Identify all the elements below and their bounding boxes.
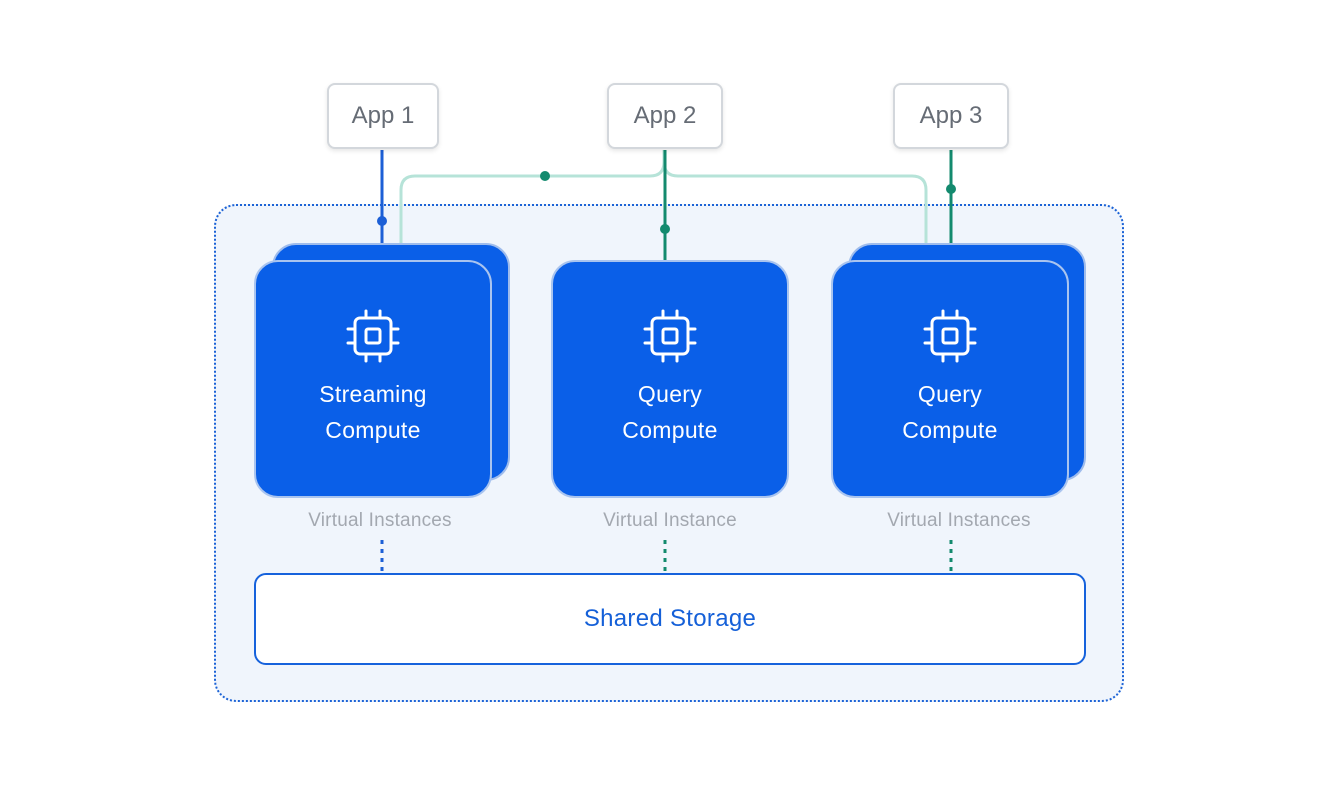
streaming-compute-card: Streaming Compute — [254, 260, 492, 498]
cpu-chip-icon — [643, 309, 697, 363]
app-2-label: App 2 — [633, 102, 697, 129]
streaming-compute-title-line2: Compute — [325, 417, 421, 443]
query-compute-1-caption: Virtual Instance — [603, 510, 737, 531]
app-1-box: App 1 — [327, 83, 439, 149]
app-3-label: App 3 — [919, 102, 983, 129]
query-compute-1-title: Query Compute — [622, 376, 717, 448]
query-compute-2-title-line2: Compute — [902, 417, 998, 443]
streaming-compute-title-line1: Streaming — [319, 381, 427, 407]
cpu-chip-icon — [923, 309, 977, 363]
shared-route-node — [540, 171, 550, 181]
shared-storage-box: Shared Storage — [254, 573, 1086, 665]
app-2-box: App 2 — [607, 83, 723, 149]
query-compute-card-2: Query Compute — [831, 260, 1069, 498]
query-compute-2-title: Query Compute — [902, 376, 997, 448]
streaming-compute-caption: Virtual Instances — [308, 510, 452, 531]
app-1-label: App 1 — [351, 102, 415, 129]
app-3-box: App 3 — [893, 83, 1009, 149]
cpu-chip-icon — [346, 309, 400, 363]
app1-connector-node — [377, 216, 387, 226]
query-compute-2-caption: Virtual Instances — [887, 510, 1031, 531]
shared-storage-label: Shared Storage — [583, 605, 757, 632]
query-compute-1-title-line2: Compute — [622, 417, 718, 443]
query-compute-2-title-line1: Query — [917, 381, 983, 407]
app3-connector-node — [946, 184, 956, 194]
query-compute-1-title-line1: Query — [637, 381, 703, 407]
query-compute-card-1: Query Compute — [551, 260, 789, 498]
streaming-compute-title: Streaming Compute — [319, 376, 427, 448]
app2-connector-node — [660, 224, 670, 234]
